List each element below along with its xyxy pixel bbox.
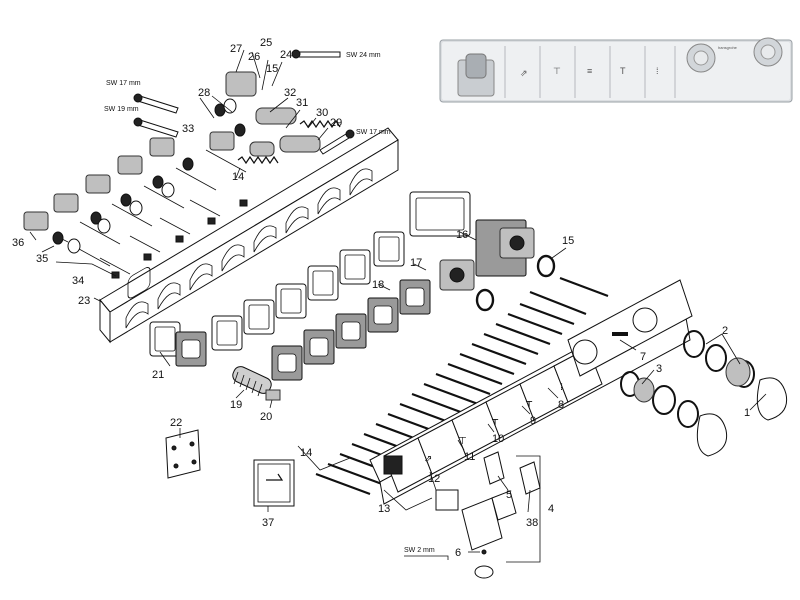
hose-fitting [232,366,281,401]
tool-label-sw2: SW 2 mm [404,547,435,554]
callout-11: 11 [464,451,475,463]
callout-29: 29 [330,117,342,129]
callout-25: 25 [260,37,272,49]
callout-24: 24 [280,49,292,61]
svg-text:T: T [525,400,533,411]
callout-18: 18 [372,279,384,291]
callout-15b: 15 [562,235,574,247]
callout-36: 36 [12,237,24,249]
callout-30: 30 [316,107,328,119]
leader-lines [29,49,767,563]
callout-13: 13 [378,503,390,515]
callout-14a: 14 [232,171,244,183]
callout-23: 23 [78,295,90,307]
callout-14b: 14 [300,447,312,459]
product-photo: ⇗ ⊤ ≡ T ⁞ hansgrohe [439,37,793,103]
svg-text:⁞: ⁞ [656,66,659,76]
callout-33: 33 [182,123,194,135]
svg-text:⊤: ⊤ [553,66,561,76]
faceplate: ⇗ ⊤ T T ⁞ [369,279,693,505]
tool-label-sw19: SW 19 mm [104,106,139,113]
callout-35: 35 [36,253,48,265]
callout-12: 12 [428,473,440,485]
svg-text:T: T [620,66,626,76]
svg-text:⁞: ⁞ [560,382,563,393]
svg-text:⊤: ⊤ [458,436,467,447]
callout-15a: 15 [266,63,278,75]
callout-19: 19 [230,399,242,411]
callout-27: 27 [230,43,242,55]
tool-label-sw24: SW 24 mm [346,52,381,59]
svg-text:⇗: ⇗ [424,454,432,465]
callout-20: 20 [260,411,272,423]
callout-7: 7 [640,351,646,363]
callout-21: 21 [152,369,164,381]
callout-38: 38 [526,517,538,529]
wrench-tools: SW 24 mm SW 17 mm SW 19 mm SW 17 mm [104,49,391,155]
callout-2: 2 [722,325,728,337]
callout-32: 32 [284,87,296,99]
callout-31: 31 [296,97,308,109]
callout-16: 16 [456,229,468,241]
thermostat-handles [620,330,788,457]
svg-text:⇗: ⇗ [520,68,528,78]
callout-17: 17 [410,257,422,269]
callout-28: 28 [198,87,210,99]
valve-cartridges [23,71,341,279]
callout-22: 22 [170,417,182,429]
callout-6: 6 [455,547,461,559]
callout-10: 10 [492,433,504,445]
callout-3: 3 [656,363,662,375]
callout-26: 26 [248,51,260,63]
shower-holder: SW 2 mm [404,451,541,579]
o-rings [475,254,556,312]
svg-text:≡: ≡ [587,66,592,76]
tool-label-sw17b: SW 17 mm [356,129,391,136]
callout-34: 34 [72,275,84,287]
callout-9: 9 [530,415,536,427]
callout-1: 1 [744,407,750,419]
seal-frames [149,191,535,381]
tool-label-sw17a: SW 17 mm [106,80,141,87]
brand-text: hansgrohe [718,45,738,50]
svg-text:T: T [491,418,499,429]
callout-5: 5 [506,489,512,501]
callout-8: 8 [558,399,564,411]
callout-4: 4 [548,503,554,515]
callout-labels: 1 2 3 4 5 6 7 8 9 10 11 12 13 14 14 15 1… [12,37,750,559]
callout-37: 37 [262,517,274,529]
bolts [315,276,609,496]
mounting-frame [99,127,399,344]
cover-plates [165,429,459,511]
